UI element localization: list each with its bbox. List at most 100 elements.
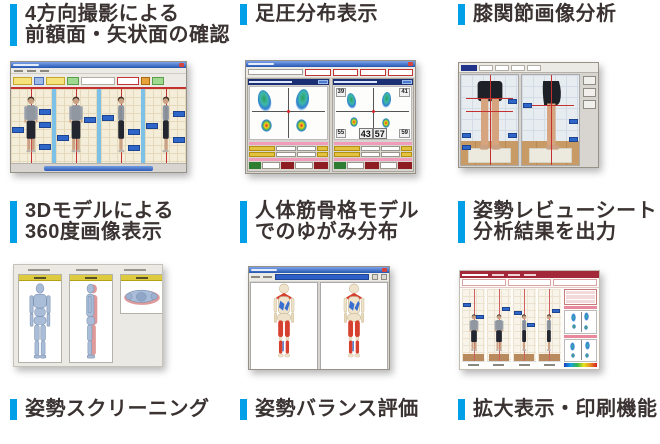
panel-header-text (85, 276, 97, 279)
title-line: でのゆがみ分布 (255, 221, 399, 243)
title-lines: 4方向撮影による 前額面・矢状面の確認 (25, 4, 230, 46)
toolbar-field (13, 76, 32, 85)
feature-title-balance: 姿勢バランス評価 (240, 399, 419, 420)
accent-bar (458, 399, 465, 420)
pressure-blob-heel-right (584, 353, 589, 359)
measure-label (569, 137, 578, 142)
row-value (276, 152, 296, 157)
measure-label (38, 122, 51, 128)
list-row (566, 299, 595, 303)
model-panels (14, 274, 163, 366)
caption-text (468, 364, 480, 366)
view-panel-front (11, 89, 52, 163)
divider-line (11, 87, 186, 89)
feature-title-zoom-print: 拡大表示・印刷機能 (458, 399, 658, 420)
balance-right-value: 57 (372, 128, 387, 139)
toolbar-tab (495, 64, 509, 71)
photo-cell (512, 289, 536, 361)
balance-left-value: 43 (358, 128, 373, 139)
panel-header (70, 275, 112, 281)
checkpoint-list (564, 289, 597, 305)
table-cell (313, 162, 328, 169)
load-percent-bottom-left: 55 (335, 129, 347, 138)
window-menubar (249, 273, 389, 281)
window-title-text (248, 63, 274, 65)
measure-label (173, 137, 185, 143)
photo-caption (512, 361, 536, 368)
title-line: 姿勢バランス評価 (255, 398, 419, 420)
toolbar-field (152, 76, 164, 85)
window-toolbar (246, 67, 415, 77)
close-icon (179, 63, 184, 67)
header-field (524, 273, 536, 276)
header-field (508, 273, 520, 276)
panel-header-button (402, 80, 412, 84)
feature-title-knee-analysis: 膝関節画像分析 (458, 4, 617, 25)
pressure-blob-heel-right (295, 119, 307, 133)
measure-label (552, 309, 560, 313)
measure-label (569, 119, 578, 124)
accent-bar (240, 399, 247, 420)
panel-header (332, 79, 413, 85)
measure-label (508, 133, 517, 138)
pressure-blob-heel-left (349, 116, 358, 127)
model-panel-front (18, 274, 62, 363)
center-line (580, 340, 582, 361)
row-value (296, 146, 316, 151)
row-unit (401, 152, 413, 157)
title-lines: 姿勢バランス評価 (255, 399, 419, 420)
measure-label (146, 123, 159, 129)
sheet-logo-text (462, 273, 488, 276)
row-label (333, 146, 360, 151)
measure-label (38, 144, 51, 150)
measure-label (526, 323, 535, 327)
toolbar-tab (511, 64, 525, 71)
panel-divider (51, 89, 56, 163)
toolbar-button (387, 68, 414, 76)
photo-cell (487, 289, 511, 361)
window-toolbar (459, 63, 598, 73)
measure-label (523, 103, 532, 108)
panel-divider (141, 89, 146, 163)
photo-cell (537, 289, 561, 361)
row-value (296, 152, 316, 157)
row-value (381, 152, 401, 157)
screenshot-four-direction-capture (10, 61, 187, 173)
measure-label (173, 111, 185, 117)
table-header-bar (249, 158, 328, 161)
pressure-panels: 39 41 55 59 43 57 (246, 77, 415, 173)
subject-photo-back (56, 96, 97, 160)
pressure-panel-balance: 39 41 55 59 43 57 (331, 78, 414, 172)
model-panel-side (69, 274, 113, 363)
caption-text (493, 364, 505, 366)
panel-header-button (317, 80, 328, 84)
table-header-bar (333, 158, 412, 161)
toolbar-button (332, 68, 359, 76)
title-line: 3Dモデルによる (25, 200, 174, 222)
mannequin-top (121, 285, 163, 309)
measure-label (12, 127, 24, 133)
measure-label (462, 145, 471, 150)
feature-title-foot-pressure: 足圧分布表示 (240, 4, 378, 25)
toolbar-tab-active (461, 64, 477, 71)
accent-bar (458, 201, 465, 243)
menu-item (14, 69, 23, 72)
caption-text (518, 364, 530, 366)
title-line: 360度画像表示 (25, 221, 163, 243)
screenshot-knee-analysis (458, 62, 599, 168)
screenshot-foot-pressure: 39 41 55 59 43 57 (245, 60, 416, 174)
pressure-blob-forefoot-left (255, 88, 273, 113)
measure-label (463, 303, 471, 307)
title-line: 姿勢レビューシート (473, 200, 658, 222)
menu-item (263, 276, 272, 278)
title-line: 足圧分布表示 (255, 3, 378, 25)
measure-label (83, 117, 96, 123)
model-select-dropdown (275, 274, 369, 280)
table-bottom-row (333, 162, 413, 169)
row-label (333, 152, 360, 157)
accent-bar (240, 201, 247, 243)
measure-label (128, 129, 141, 135)
skeleton-panel-front (250, 282, 318, 369)
subject-photo-side (538, 314, 561, 356)
row-value (381, 146, 401, 151)
